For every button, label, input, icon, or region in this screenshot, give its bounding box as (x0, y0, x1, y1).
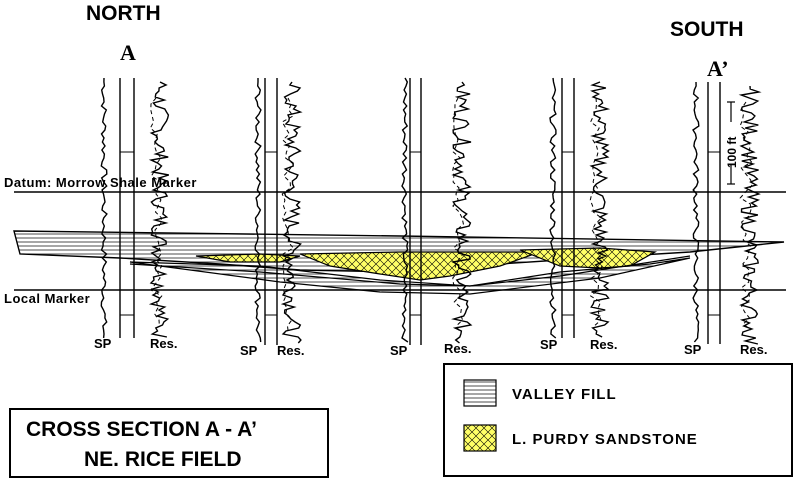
well-5-sp-curve (692, 81, 700, 343)
legend-purdy: L. PURDY SANDSTONE (512, 431, 698, 448)
well-2-res-curve (280, 81, 303, 344)
well-3-res-curve-dashed (452, 97, 464, 333)
well-2-sp-curve (254, 78, 262, 343)
datum-label: Datum: Morrow Shale Marker (4, 175, 197, 190)
purdy-sandstone-center (299, 251, 541, 281)
track-2-sp: SP (240, 343, 258, 358)
track-5-sp: SP (684, 342, 702, 357)
track-1-res: Res. (150, 336, 177, 351)
title-box: CROSS SECTION A - A’ NE. RICE FIELD (9, 408, 329, 478)
south-label: SOUTH (670, 18, 744, 41)
title-line-1: CROSS SECTION A - A’ (26, 418, 257, 441)
track-4-res: Res. (590, 337, 617, 352)
local-marker-label: Local Marker (4, 291, 90, 306)
title-line-2: NE. RICE FIELD (84, 448, 242, 471)
well-a-prime-label: A’ (707, 56, 729, 81)
well-1-res-curve (148, 81, 170, 338)
north-label: NORTH (86, 2, 161, 25)
well-5-res-curve (738, 85, 762, 345)
local-label-bg (2, 291, 104, 306)
well-4-sp-curve (549, 77, 557, 339)
valley-fill-swatch (463, 379, 497, 407)
well-3-sp-curve (401, 77, 409, 343)
base-line (129, 255, 691, 287)
track-5-res: Res. (740, 342, 767, 357)
well-5-res-curve-dashed (739, 101, 753, 331)
track-3-sp: SP (390, 343, 408, 358)
legend: VALLEY FILL L. PURDY SANDSTONE (443, 363, 793, 477)
track-labels: SP Res. SP Res. SP Res. SP Res. SP Res. (94, 336, 767, 358)
datum-label-bg (2, 175, 234, 190)
track-4-sp: SP (540, 337, 558, 352)
well-1-sp-curve (100, 77, 108, 339)
scale-label: 100 ft (725, 137, 739, 168)
well-3-res-curve (450, 81, 473, 344)
well-a-label: A (120, 40, 136, 65)
well-1-res-curve-dashed (149, 97, 163, 327)
track-2-res: Res. (277, 343, 304, 358)
purdy-swatch (463, 424, 497, 452)
track-1-sp: SP (94, 336, 112, 351)
track-3-res: Res. (444, 341, 471, 356)
scale-bar: 100 ft (724, 101, 739, 185)
well-logs (100, 77, 762, 345)
well-4-res-curve (588, 81, 611, 338)
well-4-res-curve-dashed (589, 97, 603, 327)
well-2-res-curve-dashed (281, 97, 295, 333)
legend-valley-fill: VALLEY FILL (512, 386, 617, 403)
